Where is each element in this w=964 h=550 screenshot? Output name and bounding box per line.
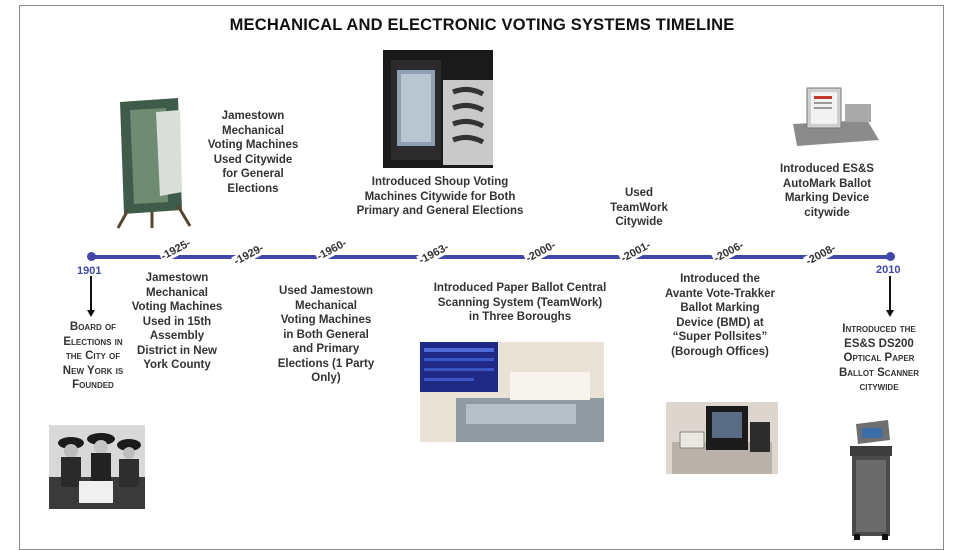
arrow-1901-line	[90, 276, 92, 312]
timeline-axis	[91, 255, 891, 259]
event-2010-note: Introduced the ES&S DS200 Optical Paper …	[838, 323, 920, 393]
event-2000-note: Introduced Paper Ballot Central Scanning…	[433, 282, 607, 323]
start-dot	[87, 252, 96, 261]
arrow-2010-line	[889, 276, 891, 312]
event-2006-note: Introduced the Avante Vote-Trakker Ballo…	[665, 273, 775, 358]
event-1929-note: Jamestown Mechanical Voting Machines Use…	[207, 110, 299, 195]
jamestown-booth-photo	[108, 92, 200, 230]
event-1925-note: Jamestown Mechanical Voting Machines Use…	[131, 272, 223, 371]
ds200-scanner-photo	[846, 420, 896, 540]
end-dot	[886, 252, 895, 261]
event-2008-note: Introduced ES&S AutoMark Ballot Marking …	[780, 163, 874, 219]
event-1963-note: Introduced Shoup Voting Machines Citywid…	[356, 176, 524, 217]
women-voters-photo	[49, 425, 145, 509]
avante-vote-trakker-photo	[666, 402, 778, 474]
shoup-machine-photo	[383, 50, 493, 168]
teamwork-scanner-photo	[420, 342, 604, 442]
page-title: MECHANICAL AND ELECTRONIC VOTING SYSTEMS…	[229, 16, 735, 34]
end-year-label: 2010	[876, 264, 901, 276]
arrow-2010-head	[886, 310, 894, 317]
event-1960-note: Used Jamestown Mechanical Voting Machine…	[277, 285, 375, 384]
event-1901-note: Board of Elections in the City of New Yo…	[62, 321, 124, 391]
arrow-1901-head	[87, 310, 95, 317]
automark-device-photo	[787, 84, 883, 150]
event-2001-note: Used TeamWork Citywide	[610, 187, 668, 228]
start-year-label: 1901	[77, 265, 102, 277]
